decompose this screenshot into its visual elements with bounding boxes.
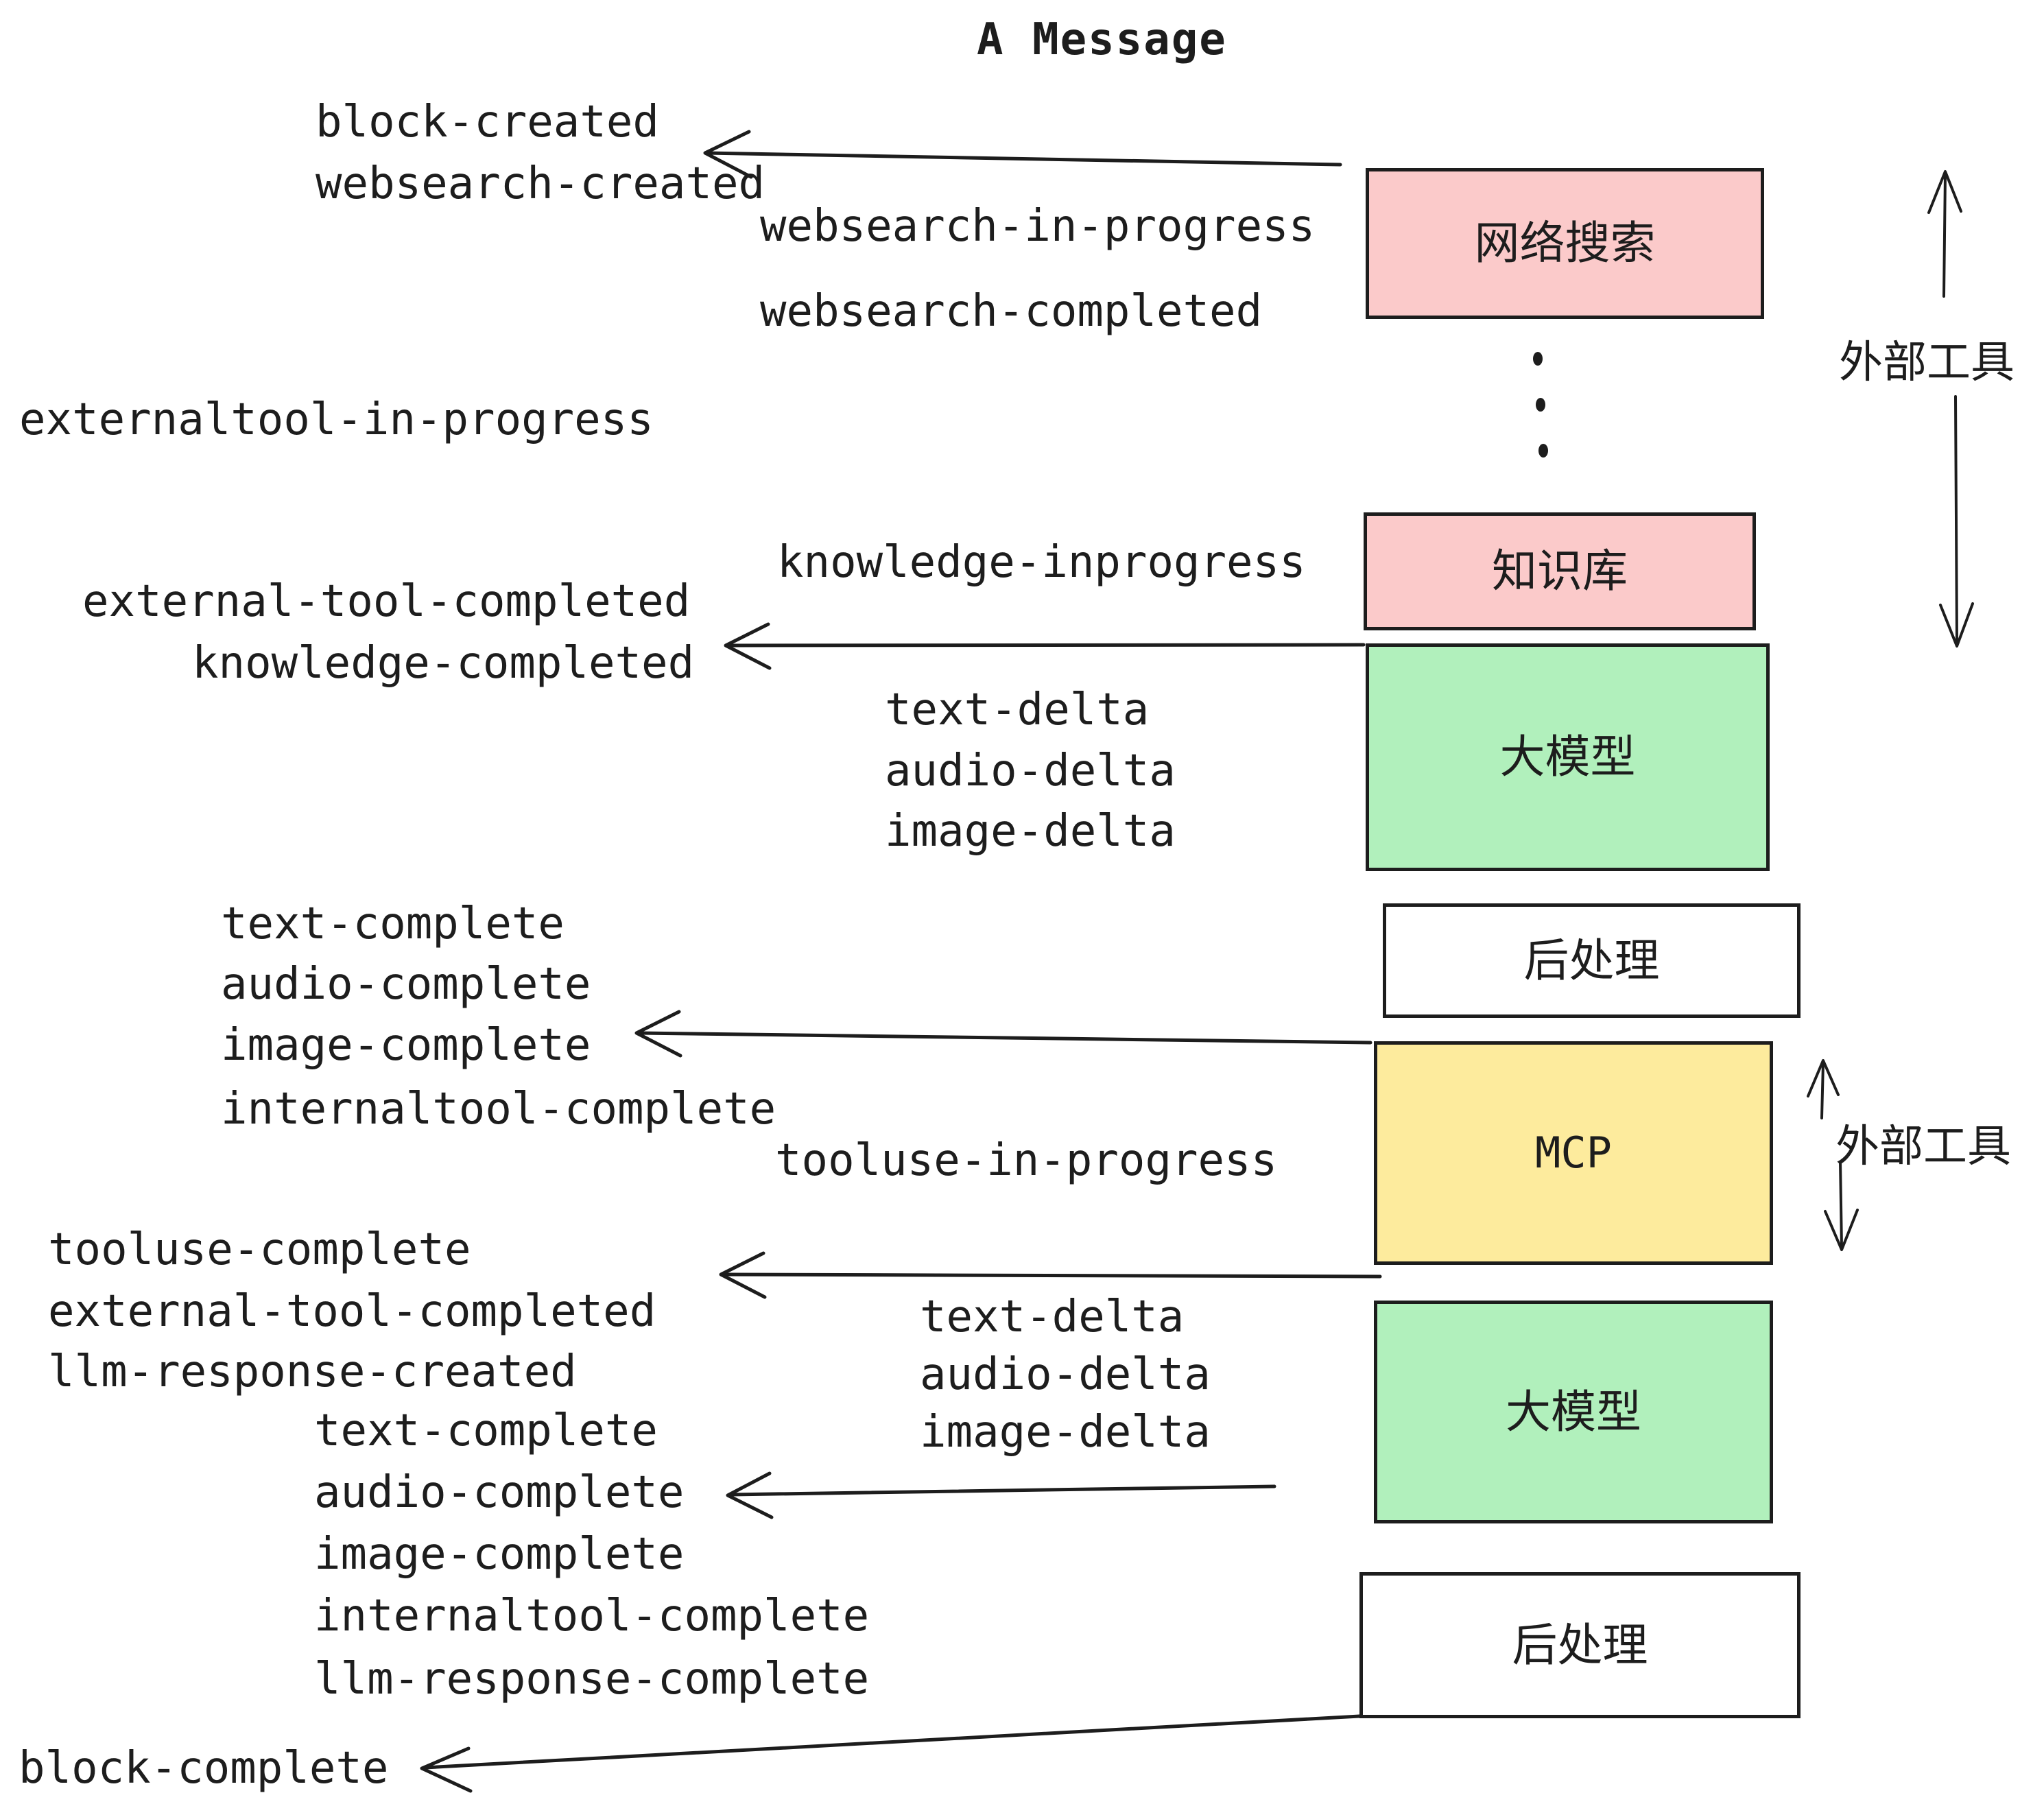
event-external-tool-completed-2: external-tool-completed xyxy=(48,1286,656,1337)
box-llm-2: 大模型 xyxy=(1374,1301,1773,1523)
arrow-to-image-complete xyxy=(637,1031,1372,1045)
event-websearch-created: websearch-created xyxy=(316,158,765,209)
box-postprocess-1: 后处理 xyxy=(1383,903,1801,1018)
arrowhead-to-block-created xyxy=(703,130,753,179)
event-audio-delta-1: audio-delta xyxy=(885,746,1176,796)
event-tooluse-complete: tooluse-complete xyxy=(48,1224,471,1275)
box-postprocess-2: 后处理 xyxy=(1359,1572,1801,1718)
box-llm-1-label: 大模型 xyxy=(1499,731,1636,783)
event-websearch-completed: websearch-completed xyxy=(760,286,1263,337)
external-tools-1-down-line xyxy=(1954,395,1958,645)
event-image-delta-2: image-delta xyxy=(920,1407,1211,1458)
box-llm-1: 大模型 xyxy=(1366,643,1770,871)
ellipsis-dot-3 xyxy=(1538,444,1548,458)
event-audio-complete-1: audio-complete xyxy=(221,959,591,1010)
event-internaltool-complete-1: internaltool-complete xyxy=(221,1084,776,1135)
event-block-complete: block-complete xyxy=(19,1743,389,1794)
event-audio-delta-2: audio-delta xyxy=(920,1349,1211,1400)
event-external-tool-completed: external-tool-completed xyxy=(82,576,691,627)
arrowhead-to-block-complete xyxy=(420,1746,473,1793)
event-text-delta-1: text-delta xyxy=(885,685,1150,735)
external-tools-2-up-arrowhead xyxy=(1807,1059,1840,1097)
external-tools-2-down-arrowhead xyxy=(1824,1209,1859,1251)
ellipsis-dot-2 xyxy=(1536,398,1545,412)
diagram-title: A Message xyxy=(977,14,1227,65)
box-llm-2-label: 大模型 xyxy=(1506,1385,1641,1438)
event-image-complete-2: image-complete xyxy=(314,1529,685,1580)
box-mcp-label: MCP xyxy=(1535,1128,1612,1178)
event-llm-response-created: llm-response-created xyxy=(48,1346,577,1397)
arrow-to-block-complete xyxy=(423,1714,1362,1770)
arrow-to-tooluse-complete xyxy=(722,1272,1382,1279)
arrow-to-audio-complete xyxy=(728,1484,1276,1497)
side-label-external-tools-1: 外部工具 xyxy=(1839,337,2015,388)
event-text-complete-1: text-complete xyxy=(221,899,565,949)
external-tools-2-down-line xyxy=(1839,1161,1843,1248)
box-postprocess-1-label: 后处理 xyxy=(1523,934,1660,987)
external-tools-1-up-line xyxy=(1942,173,1947,298)
arrowhead-to-image-complete xyxy=(634,1010,682,1058)
external-tools-1-up-arrowhead xyxy=(1927,170,1962,214)
arrowhead-to-tooluse-complete xyxy=(719,1251,767,1299)
box-mcp: MCP xyxy=(1374,1041,1773,1265)
event-text-delta-2: text-delta xyxy=(920,1292,1185,1342)
ellipsis-dot-1 xyxy=(1533,352,1543,366)
external-tools-1-down-arrowhead xyxy=(1939,602,1974,648)
event-text-complete-2: text-complete xyxy=(314,1405,658,1456)
event-externaltool-in-progress: externaltool-in-progress xyxy=(19,394,654,445)
event-knowledge-inprogress: knowledge-inprogress xyxy=(777,537,1306,588)
box-websearch-label: 网络搜索 xyxy=(1474,217,1656,270)
arrow-to-block-created xyxy=(704,151,1342,167)
arrowhead-to-knowledge-completed xyxy=(724,622,772,670)
event-tooluse-in-progress: tooluse-in-progress xyxy=(775,1135,1278,1186)
box-postprocess-2-label: 后处理 xyxy=(1512,1618,1648,1672)
box-websearch: 网络搜索 xyxy=(1366,168,1764,319)
event-audio-complete-2: audio-complete xyxy=(314,1467,685,1518)
event-internaltool-complete-2: internaltool-complete xyxy=(314,1591,870,1641)
arrowhead-to-audio-complete xyxy=(726,1471,774,1519)
side-label-external-tools-2: 外部工具 xyxy=(1835,1121,2011,1172)
event-websearch-in-progress: websearch-in-progress xyxy=(760,201,1316,252)
box-knowledge-label: 知识库 xyxy=(1492,545,1628,597)
box-knowledge: 知识库 xyxy=(1364,512,1756,630)
event-image-complete-1: image-complete xyxy=(221,1020,591,1071)
event-block-created: block-created xyxy=(316,97,659,147)
event-image-delta-1: image-delta xyxy=(885,806,1176,857)
event-llm-response-complete: llm-response-complete xyxy=(314,1654,870,1705)
event-knowledge-completed: knowledge-completed xyxy=(192,638,695,689)
external-tools-2-up-line xyxy=(1820,1062,1825,1119)
